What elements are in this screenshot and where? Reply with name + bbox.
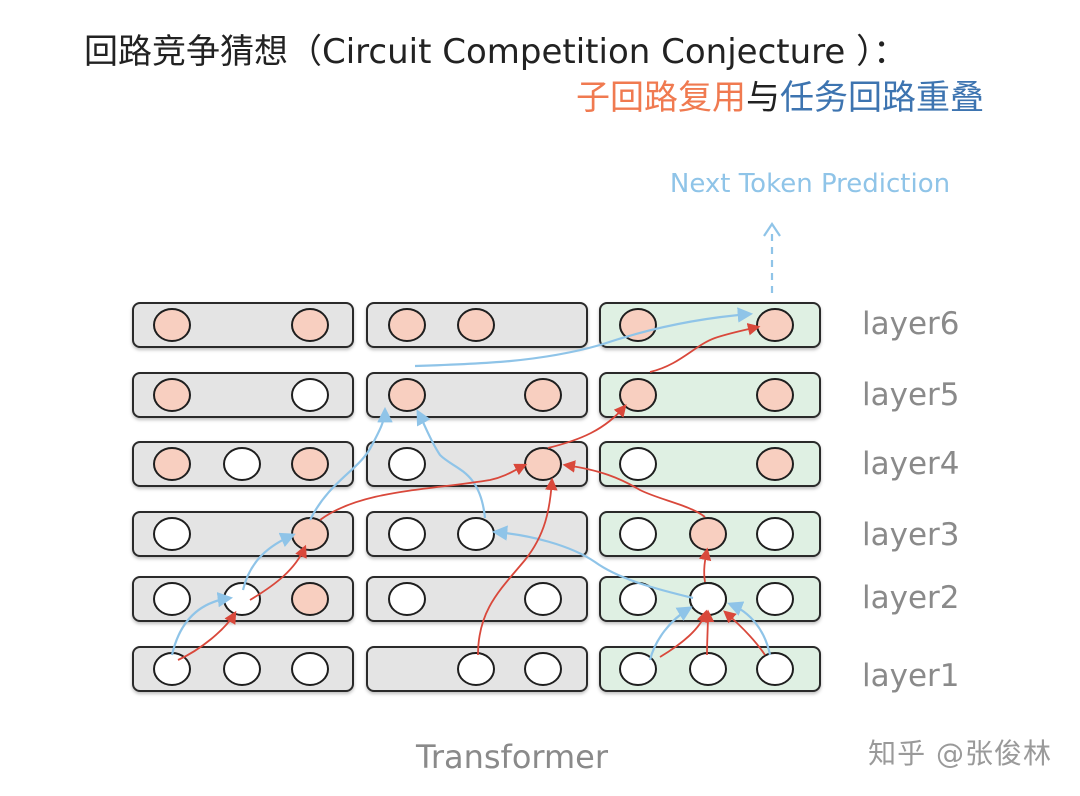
watermark: 知乎 @张俊林 [868, 737, 1052, 770]
layer-label: layer1 [862, 658, 960, 694]
blue-arrow [491, 525, 694, 600]
red-arrow [701, 609, 715, 656]
blue-arrow [416, 409, 487, 519]
neuron-node [756, 652, 794, 686]
neuron-node [756, 517, 794, 551]
red-arrow [698, 547, 712, 583]
neuron-node [457, 517, 495, 551]
neuron-node [457, 652, 495, 686]
layer-blocks [132, 302, 821, 692]
layer-nodes [153, 308, 794, 686]
blue-arrow [414, 307, 754, 368]
neuron-node [223, 652, 261, 686]
neuron-node [756, 582, 794, 616]
red-arrow [177, 610, 237, 661]
neuron-node [388, 582, 426, 616]
layer-label: layer6 [862, 306, 960, 342]
neuron-node-active [524, 378, 562, 412]
red-arrow [319, 463, 528, 521]
blue-arrow [241, 532, 296, 591]
neuron-node-active [291, 582, 329, 616]
layer-label: layer4 [862, 446, 960, 482]
neuron-node [689, 652, 727, 686]
title-subtitle: 子回路复用与任务回路重叠 [576, 70, 984, 119]
neuron-node [619, 517, 657, 551]
blue-arrow [170, 592, 234, 656]
layer-label: layer3 [862, 517, 960, 553]
neuron-node-active [291, 447, 329, 481]
neuron-node-active [756, 447, 794, 481]
neuron-node-active [689, 517, 727, 551]
neuron-node-active [619, 308, 657, 342]
blue-arrow [648, 606, 693, 661]
neuron-node-active [756, 378, 794, 412]
neuron-node-active [524, 447, 562, 481]
red-arrow [562, 460, 706, 518]
layer-label: layer2 [862, 580, 960, 616]
neuron-node [388, 517, 426, 551]
neuron-node-active [291, 308, 329, 342]
layer-label: layer5 [862, 377, 960, 413]
red-arrow [249, 544, 307, 601]
blue-arrow [309, 406, 393, 521]
neuron-node-active [756, 308, 794, 342]
neuron-node [153, 582, 191, 616]
subtitle-part-reuse: 子回路复用 [576, 78, 746, 118]
blue-arrow [727, 601, 772, 656]
prediction-label: Next Token Prediction [670, 169, 950, 199]
neuron-node-active [457, 308, 495, 342]
neuron-node [153, 517, 191, 551]
neuron-node [223, 447, 261, 481]
neuron-node-active [153, 308, 191, 342]
neuron-node-active [388, 308, 426, 342]
title-main: 回路竞争猜想（Circuit Competition Conjecture ）： [84, 32, 908, 72]
transformer-label: Transformer [415, 738, 609, 776]
red-arrow [723, 610, 766, 656]
neuron-node [291, 378, 329, 412]
neuron-node-active [388, 378, 426, 412]
neuron-node-active [291, 517, 329, 551]
layer-labels: layer6 layer5 layer4 layer3 layer2 layer… [862, 306, 960, 694]
neuron-node-hub [689, 582, 727, 616]
neuron-node-active [619, 378, 657, 412]
neuron-node-active [153, 378, 191, 412]
neuron-node [524, 652, 562, 686]
neuron-node [524, 582, 562, 616]
neuron-node [291, 652, 329, 686]
red-arrow [477, 477, 558, 656]
subtitle-part-overlap: 任务回路重叠 [780, 78, 984, 118]
neuron-node [619, 447, 657, 481]
prediction-arrow [763, 222, 781, 293]
red-arrow [547, 404, 627, 449]
neuron-node [388, 447, 426, 481]
neuron-node [619, 652, 657, 686]
neuron-node-active [153, 447, 191, 481]
circuit-arrows [170, 307, 772, 661]
neuron-node [153, 652, 191, 686]
red-arrow [649, 323, 761, 373]
subtitle-part-and: 与 [746, 78, 780, 118]
